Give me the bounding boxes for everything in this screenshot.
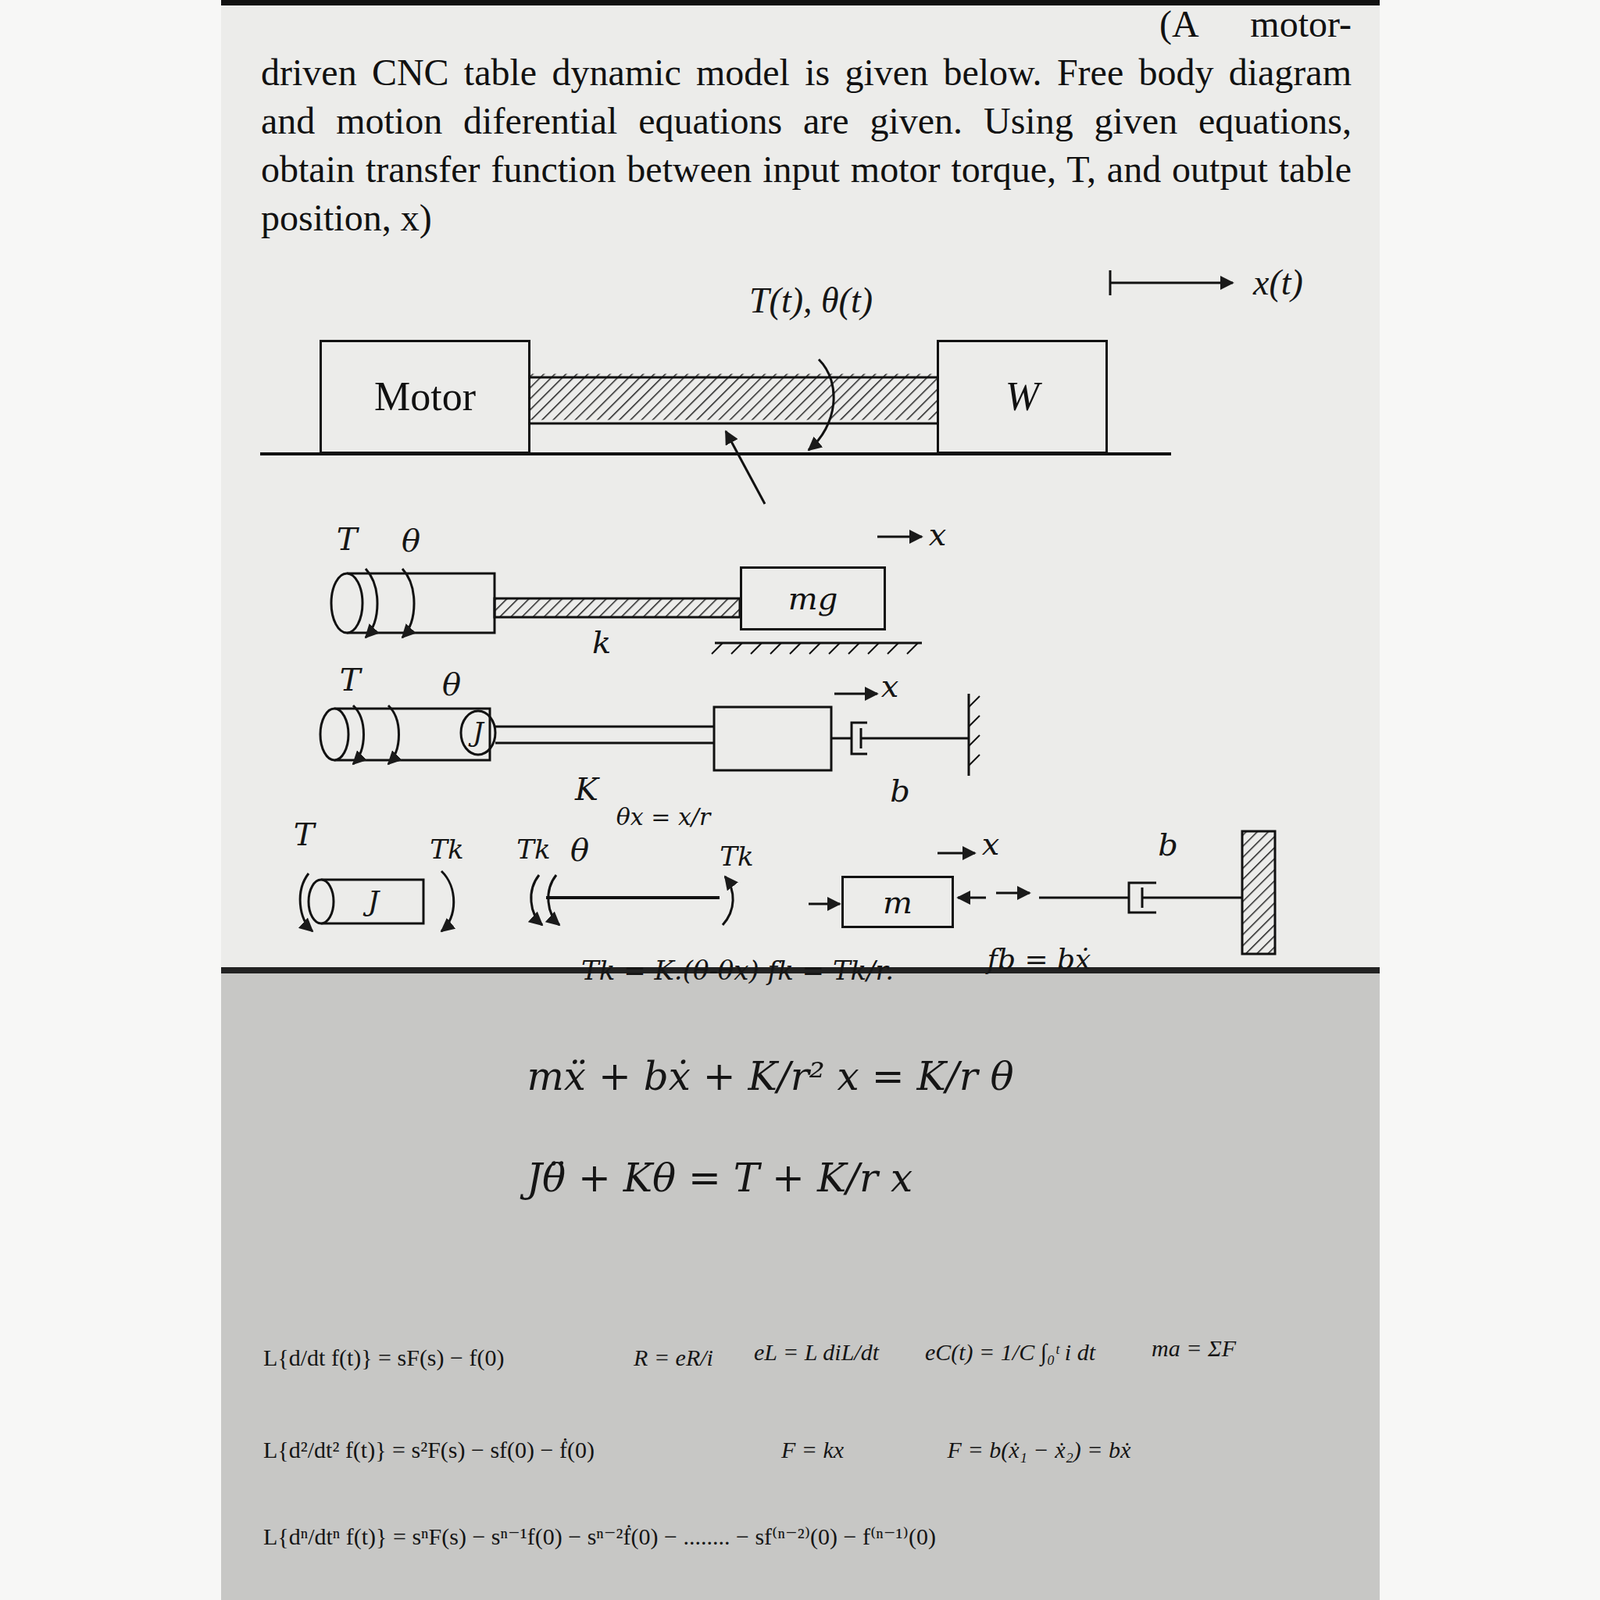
free-body-sketch [722, 876, 733, 925]
symbol-label: θ [401, 523, 421, 558]
symbol-label: k [592, 625, 611, 660]
box-text: W [1005, 374, 1040, 419]
symbol-label: T [336, 521, 358, 557]
spring-model-sketch [711, 642, 918, 654]
table-box: W [936, 339, 1108, 454]
free-body-sketch [957, 896, 986, 900]
free-body-sketch [1242, 831, 1275, 954]
free-body-sketch [548, 875, 560, 925]
free-body-sketch [531, 875, 543, 925]
symbol-label: θ [570, 832, 590, 868]
formula-text: eC(t) = 1/C ∫₀ᵗ i dt [925, 1339, 1096, 1365]
spring-model-sketch [331, 573, 363, 633]
free-body-sketch [1039, 882, 1243, 913]
box-text: m [882, 885, 913, 920]
symbol-label: θ [442, 667, 461, 702]
machine-sketch [260, 270, 1233, 504]
machine-sketch [1110, 282, 1233, 285]
free-body-sketch [808, 903, 840, 906]
free-body-sketch [937, 852, 975, 855]
damper-model-sketch [353, 705, 365, 765]
symbol-label: b [1157, 827, 1179, 862]
symbol-label: Tk [429, 835, 464, 865]
free-body-sketch [441, 871, 454, 932]
problem-statement: (A motor- driven CNC table dynamic model… [260, 0, 1352, 243]
formula-text: eL = L diL/dt [753, 1339, 879, 1365]
machine-sketch [530, 422, 937, 425]
input-label: T(t), θ(t) [749, 281, 873, 322]
symbol-label: J [367, 885, 379, 918]
damper-model-sketch [831, 722, 969, 754]
mass-box: mg [739, 566, 886, 631]
machine-sketch [808, 359, 834, 450]
free-body-sketch [546, 896, 720, 900]
damper-model-sketch [495, 725, 715, 729]
damper-model-sketch [320, 693, 980, 776]
symbol-label: Tk [516, 835, 550, 865]
shaft-connector [530, 374, 937, 421]
output-label: x(t) [1253, 263, 1304, 304]
formula-text: L{d/dt f(t)} = sF(s) − f(0) [263, 1344, 504, 1371]
spring-model-sketch [402, 568, 415, 638]
spring-model-sketch [365, 568, 378, 638]
formula-text: F = kx [781, 1436, 844, 1463]
free-body-sketch [300, 831, 1275, 954]
spring-model-sketch [494, 598, 740, 618]
mass-box: m [841, 875, 954, 929]
symbol-label: b [889, 773, 911, 808]
symbol-label: J [472, 717, 484, 747]
connector-layer [530, 396, 937, 398]
box-text: Motor [374, 374, 476, 419]
formula-text: ma = ΣF [1151, 1335, 1236, 1361]
damper-model-sketch [834, 692, 878, 696]
damper-model-sketch [388, 705, 400, 765]
symbol-label: K [575, 771, 599, 807]
symbol-label: θx = x/r [616, 803, 711, 830]
free-body-sketch [996, 892, 1030, 895]
force-label: fb = bẋ [987, 943, 1092, 975]
formula-text: L{dⁿ/dtⁿ f(t)} = sⁿF(s) − sⁿ⁻¹f(0) − sⁿ⁻… [263, 1523, 936, 1550]
free-body-sketch [300, 873, 313, 932]
motion-equation: Jθ̈ + Kθ = T + K/r x [526, 1157, 913, 1200]
symbol-label: T [293, 817, 315, 852]
damper-model-sketch [495, 742, 715, 745]
spring-model-sketch [714, 642, 922, 645]
symbol-label: T [339, 662, 361, 697]
free-body-sketch [308, 879, 334, 924]
motor-box: Motor [319, 339, 531, 454]
formula-text: L{d²/dt² f(t)} = s²F(s) − sf(0) − ḟ(0) [263, 1436, 595, 1463]
symbol-label: x [982, 826, 1000, 861]
formula-text: R = eR/i [633, 1344, 714, 1371]
motion-equation: mẍ + bẋ + K/r² x = K/r θ [526, 1055, 1014, 1099]
symbol-label: x [928, 517, 947, 552]
spring-model-sketch [877, 535, 922, 539]
damper-model-sketch [968, 696, 980, 766]
machine-sketch [725, 431, 765, 504]
free-body-sketch [321, 879, 424, 924]
page-background [221, 0, 1380, 969]
symbol-label: Tk [719, 842, 754, 872]
spring-model-sketch [346, 573, 495, 633]
machine-sketch [530, 376, 937, 379]
relation-label: Tk = K.(θ-θx) fk = Tk/r. [581, 956, 894, 986]
symbol-label: x [881, 668, 900, 704]
damper-model-sketch [320, 708, 349, 761]
page-background [221, 973, 1380, 1600]
damper-model-sketch [714, 707, 832, 771]
box-text: mg [788, 581, 839, 616]
formula-text: F = b(ẋ₁ − ẋ₂) = bẋ [947, 1436, 1132, 1463]
damper-model-sketch [460, 710, 496, 755]
